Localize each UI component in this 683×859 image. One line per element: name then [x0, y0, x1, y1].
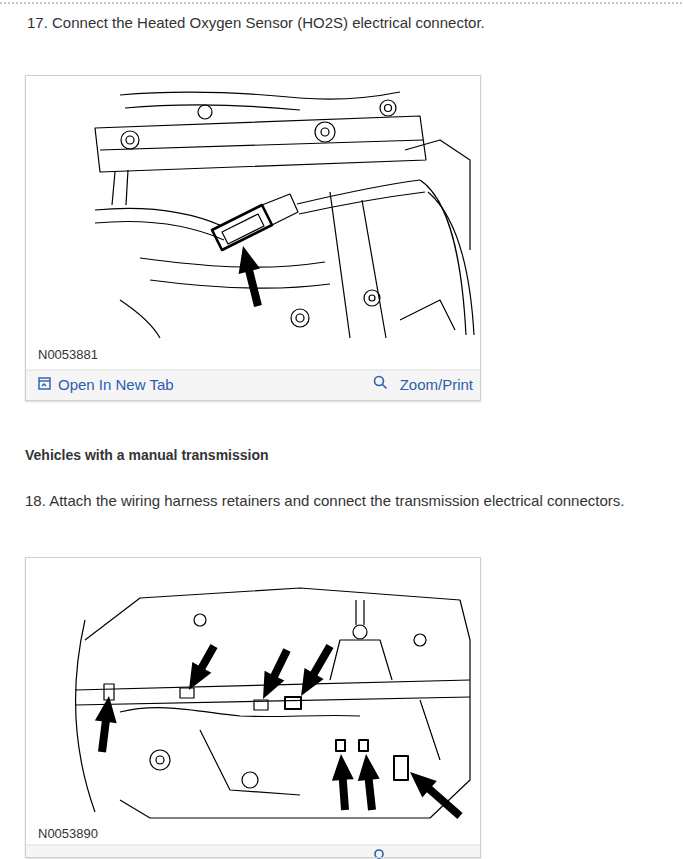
illustration-line	[140, 258, 325, 267]
illustration-line	[95, 116, 426, 172]
callout-arrow	[301, 644, 334, 696]
illustration-line	[120, 708, 360, 717]
figure-frame: N0053890	[25, 557, 481, 858]
illustration-line	[100, 140, 423, 150]
illustration-line	[39, 378, 50, 389]
oxygen-sensor-illustration	[95, 92, 474, 338]
callout-arrow	[332, 754, 354, 810]
illustration-line	[180, 688, 194, 698]
transmission-illustration	[75, 588, 470, 818]
illustration-line	[126, 136, 134, 144]
illustration-line	[42, 384, 46, 386]
illustration-line	[194, 614, 206, 626]
illustration-line	[156, 756, 164, 764]
toolbar-rule	[26, 370, 480, 371]
illustration-line	[222, 214, 264, 244]
illustration-line	[126, 170, 128, 205]
link-text: Zoom/Print	[400, 376, 473, 394]
illustration-line	[95, 221, 224, 240]
illustration-line	[200, 730, 300, 795]
illustration-line	[75, 697, 470, 705]
illustration-line	[362, 200, 386, 338]
illustration-line	[285, 697, 301, 709]
illustration-line	[336, 740, 345, 751]
illustration-line	[380, 100, 396, 116]
illustration-line	[198, 105, 212, 119]
illustration-line	[121, 131, 139, 149]
illustration-line	[120, 300, 160, 338]
illustration-line	[375, 377, 384, 386]
illustration-line	[428, 192, 474, 335]
illustration-line	[76, 620, 95, 812]
callout-arrow	[358, 754, 380, 810]
illustration-line	[394, 756, 408, 780]
page-rule	[0, 2, 683, 4]
callout-arrow	[263, 648, 291, 699]
illustration-line	[420, 700, 440, 760]
illustration-line	[369, 295, 375, 301]
callout-arrow	[410, 772, 463, 819]
figure-code: N0053890	[38, 826, 98, 842]
section-heading: Vehicles with a manual transmission	[25, 447, 269, 464]
illustration-line	[400, 300, 455, 330]
illustration-line	[330, 192, 350, 338]
illustration-line	[120, 92, 400, 99]
callout-arrow	[95, 696, 117, 753]
illustration-line	[150, 750, 170, 770]
illustration-line	[414, 634, 426, 646]
step-text: 18. Attach the wiring harness retainers …	[25, 492, 624, 510]
callout-arrow	[239, 246, 262, 307]
illustration-line	[296, 314, 304, 322]
illustration-line	[353, 625, 367, 639]
link-text: Open In New Tab	[58, 376, 174, 394]
magnifier-icon	[375, 850, 383, 858]
callout-arrows	[95, 246, 463, 819]
illustration-line	[254, 700, 268, 710]
open-tab-icon	[39, 378, 50, 389]
illustration-line	[291, 309, 309, 327]
figure-toolbar	[26, 370, 480, 400]
illustration-line	[39, 380, 50, 381]
illustration-line	[359, 740, 368, 751]
illustration-line	[385, 105, 392, 112]
illustration-line	[125, 105, 300, 110]
illustration-line	[212, 205, 272, 250]
callout-arrow	[189, 644, 218, 690]
illustration-line	[364, 290, 380, 306]
toolbar-rule	[26, 845, 480, 846]
illustration-line	[330, 640, 392, 680]
step-text: 17. Connect the Heated Oxygen Sensor (HO…	[27, 14, 485, 32]
illustration-line	[262, 194, 298, 225]
figure-toolbar	[26, 845, 480, 857]
figure-frame: N0053881Open In New Tab Zoom/Print	[25, 75, 481, 401]
figure-code: N0053881	[38, 347, 98, 363]
illustration-line	[375, 850, 383, 858]
illustration-line	[383, 385, 387, 389]
illustration-line	[321, 128, 329, 136]
illustration-line	[150, 280, 330, 288]
illustration-line	[85, 588, 470, 818]
illustration-line	[112, 172, 115, 205]
illustration-line	[405, 140, 470, 250]
illustration-line	[356, 600, 364, 625]
illustration-line	[297, 180, 420, 204]
illustration-line	[315, 122, 335, 142]
illustration-line	[242, 772, 258, 788]
illustration-line	[420, 180, 466, 335]
magnifier-icon	[375, 377, 387, 389]
